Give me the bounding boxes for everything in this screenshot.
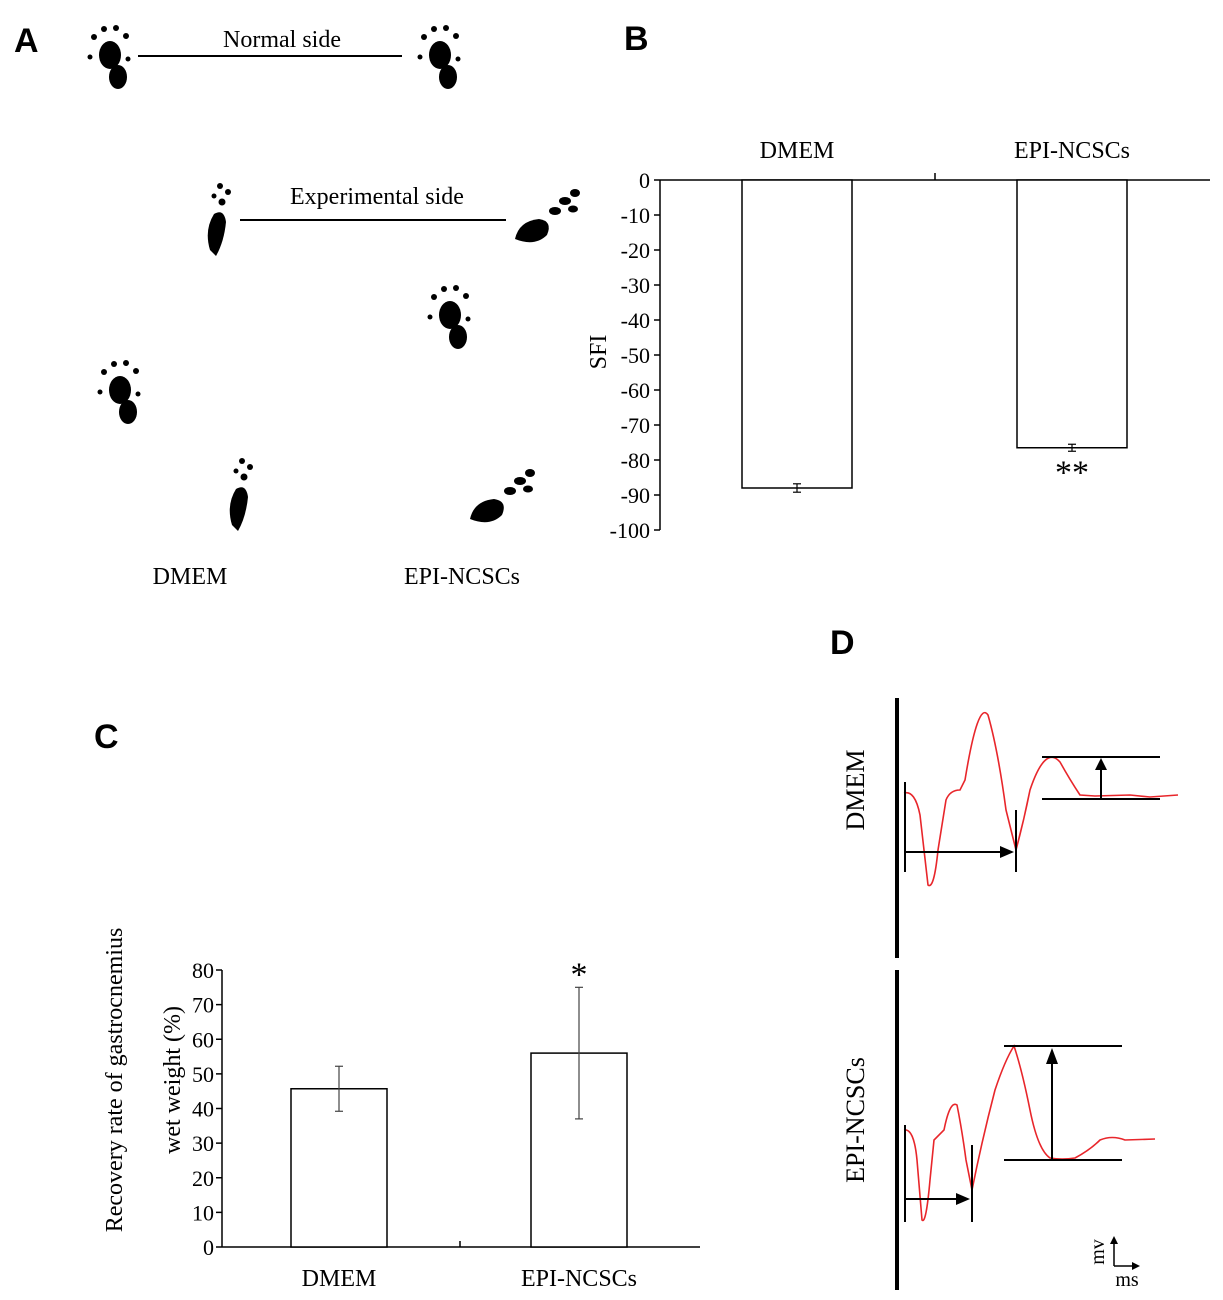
chart-c-category-label: DMEM — [302, 1266, 377, 1292]
chart-c-y-axis-label-line1: Recovery rate of gastrocnemius — [102, 928, 128, 1233]
chart-b-y-tick-label: -40 — [621, 308, 650, 333]
panel-d-traces: DMEM EPI-NCSCs mv ms — [841, 698, 1179, 1291]
footprint-dmem-experimental — [229, 458, 253, 531]
epi-amplitude-arrowhead — [1046, 1048, 1058, 1064]
dmem-cmap-trace — [903, 712, 1179, 887]
chart-c-y-tick-label: 0 — [203, 1235, 214, 1260]
epi-cmap-trace — [903, 1044, 1156, 1222]
chart-b: SFI 0 -10 -20 -30 -40 -50 -60 -70 -80 -90 -100 DMEM… — [586, 138, 1210, 543]
chart-b-y-tick-label: 0 — [639, 168, 650, 193]
chart-b-y-tick-label: -30 — [621, 273, 650, 298]
panel-a-letter: A — [14, 22, 39, 60]
chart-b-y-tick-label: -60 — [621, 378, 650, 403]
dmem-latency-arrowhead — [1000, 846, 1014, 858]
chart-c: Recovery rate of gastrocnemius wet weigh… — [102, 928, 700, 1292]
chart-b-bar — [741, 179, 853, 489]
scale-vertical-arrowhead — [1110, 1236, 1118, 1244]
footprint-dmem-normal — [97, 360, 141, 424]
chart-c-bar — [290, 1088, 388, 1248]
scale-y-unit: mv — [1087, 1239, 1109, 1265]
chart-b-y-tick-label: -100 — [610, 518, 650, 543]
trace-label-epi-ncscs: EPI-NCSCs — [841, 1057, 870, 1183]
trace-label-dmem: DMEM — [841, 750, 870, 831]
scale-horizontal-arrowhead — [1132, 1262, 1140, 1270]
footprint-normal-left — [87, 25, 131, 89]
experimental-side-label: Experimental side — [290, 184, 464, 210]
chart-b-y-tick-label: -90 — [621, 483, 650, 508]
chart-b-y-tick-label: -10 — [621, 203, 650, 228]
chart-b-y-tick-label: -20 — [621, 238, 650, 263]
group-label-epi-ncscs: EPI-NCSCs — [404, 564, 520, 590]
chart-c-y-tick-label: 20 — [192, 1166, 214, 1191]
chart-b-significance-marker: ** — [1055, 454, 1089, 491]
scale-x-unit: ms — [1115, 1269, 1139, 1291]
chart-c-y-tick-label: 50 — [192, 1062, 214, 1087]
chart-b-y-axis-label: SFI — [586, 335, 612, 370]
chart-b-y-tick-label: -50 — [621, 343, 650, 368]
panel-d-letter: D — [830, 624, 855, 662]
chart-c-y-tick-label: 40 — [192, 1097, 214, 1122]
footprint-experimental-right — [515, 189, 580, 243]
dmem-amplitude-arrowhead — [1095, 758, 1107, 770]
chart-c-category-label: EPI-NCSCs — [521, 1266, 637, 1292]
chart-c-y-tick-label: 10 — [192, 1200, 214, 1225]
epi-latency-arrowhead — [956, 1193, 970, 1205]
chart-c-y-tick-label: 60 — [192, 1027, 214, 1052]
panel-c-letter: C — [94, 718, 119, 756]
footprint-epi-experimental — [470, 469, 535, 523]
footprint-normal-right — [417, 25, 461, 89]
panel-a-footprints: Normal side Experimental side DMEM EPI-N… — [87, 25, 580, 590]
chart-b-y-tick-label: -80 — [621, 448, 650, 473]
chart-c-y-tick-label: 80 — [192, 958, 214, 983]
normal-side-label: Normal side — [223, 27, 341, 53]
footprint-experimental-left — [207, 183, 231, 256]
group-label-dmem: DMEM — [153, 564, 228, 590]
chart-b-category-label: DMEM — [760, 138, 835, 164]
chart-b-bar — [1016, 179, 1128, 449]
panel-b-letter: B — [624, 20, 649, 58]
chart-b-y-tick-label: -70 — [621, 413, 650, 438]
chart-c-y-tick-label: 30 — [192, 1131, 214, 1156]
footprint-epi-normal — [427, 285, 471, 349]
chart-c-y-tick-label: 70 — [192, 993, 214, 1018]
chart-c-y-axis-label-line2: wet weight (%) — [160, 1006, 186, 1154]
chart-b-category-label: EPI-NCSCs — [1014, 138, 1130, 164]
chart-c-significance-marker: * — [571, 956, 588, 993]
